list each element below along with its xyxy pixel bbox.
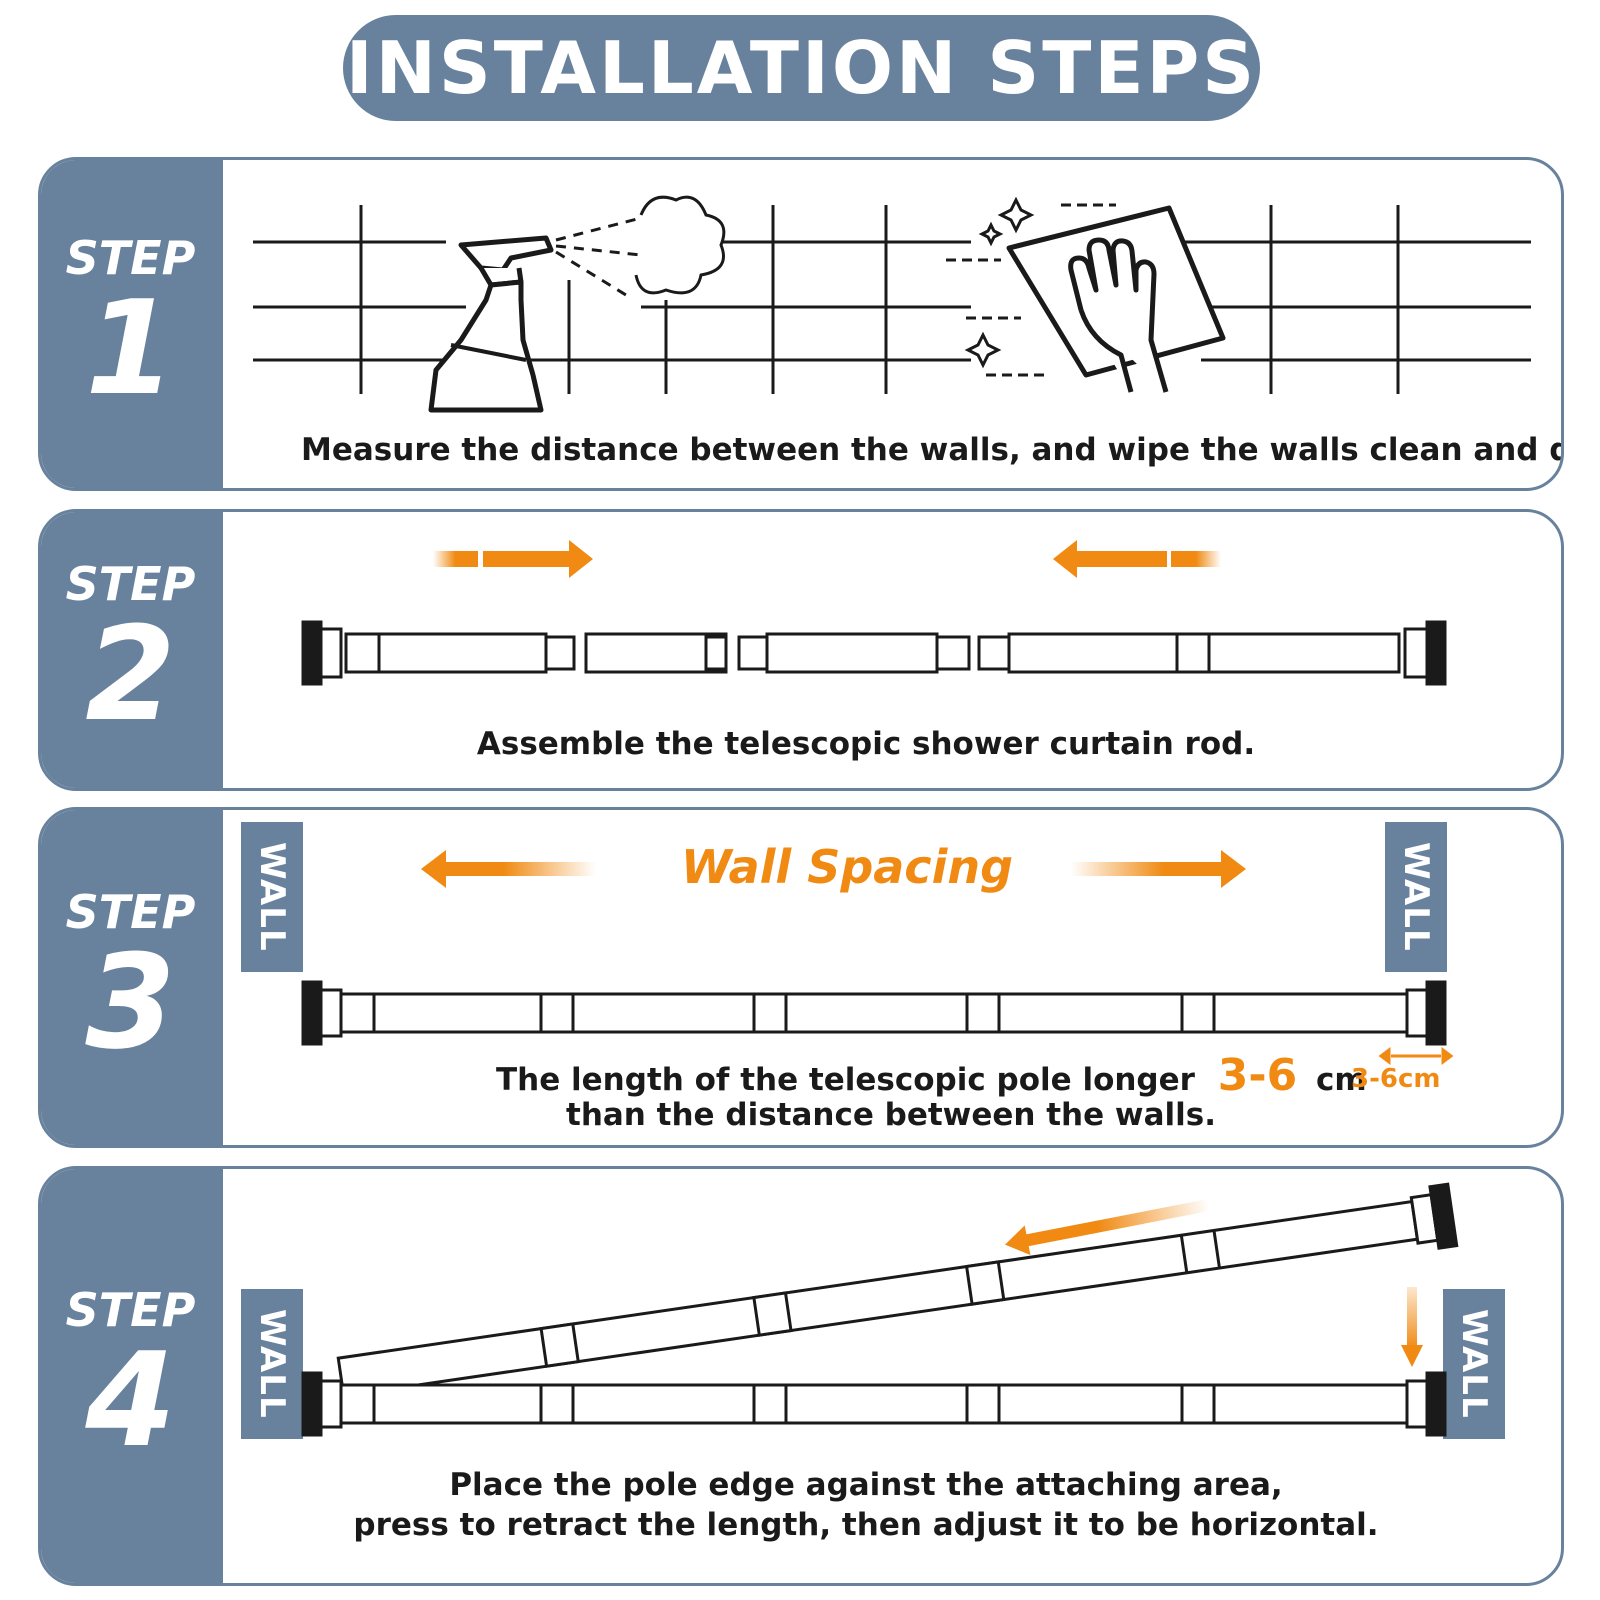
step-number: 4	[85, 1324, 176, 1476]
spray-mist	[555, 216, 642, 297]
wall-label: WALL	[252, 842, 292, 952]
title-banner: INSTALLATION STEPS	[343, 15, 1260, 121]
step-label: STEP	[65, 1283, 196, 1337]
rod-assembled	[301, 980, 1447, 1046]
step-4-caption-line2: press to retract the length, then adjust…	[353, 1507, 1379, 1543]
tile-grid	[253, 205, 1531, 394]
arrow-right-icon	[433, 540, 593, 578]
caption-highlight: 3-6	[1217, 1050, 1298, 1101]
step-4-caption-line1: Place the pole edge against the attachin…	[449, 1467, 1283, 1503]
wall-spacing-label: Wall Spacing	[681, 840, 1014, 894]
arrow-left-icon	[1053, 540, 1221, 578]
rod-tilted	[336, 1182, 1459, 1398]
step-3-illustration	[301, 850, 1454, 1065]
arrow-left-icon	[421, 850, 596, 888]
wall-label: WALL	[1396, 842, 1436, 952]
wall-label: WALL	[1454, 1309, 1494, 1419]
wall-right: WALL	[1385, 822, 1447, 972]
step-label: STEP	[65, 557, 196, 611]
arrow-down-icon	[1401, 1287, 1423, 1367]
wall-label: WALL	[252, 1309, 292, 1419]
step-3-caption-line2: than the distance between the walls.	[566, 1097, 1216, 1133]
step-3-tab: STEP 3	[41, 810, 223, 1145]
step-3-card: STEP 3 WALL WALL	[38, 807, 1564, 1148]
wall-left: WALL	[241, 1289, 303, 1439]
sparkle-marks	[946, 196, 1116, 377]
step-2-caption: Assemble the telescopic shower curtain r…	[476, 726, 1256, 762]
step-4-card: STEP 4 WALL WALL	[38, 1166, 1564, 1586]
measure-arrow-icon	[1378, 1047, 1454, 1065]
three-to-six-cm-label: 3-6cm	[1351, 1064, 1441, 1094]
step-2-illustration	[301, 540, 1447, 686]
step-number: 2	[85, 598, 176, 750]
arrow-right-icon	[1071, 850, 1246, 888]
page-title: INSTALLATION STEPS	[345, 26, 1258, 110]
step-1-illustration	[253, 195, 1531, 413]
caption-text: The length of the telescopic pole longer	[496, 1062, 1195, 1098]
wall-left: WALL	[241, 822, 303, 972]
step-label: STEP	[65, 231, 196, 285]
step-1-caption: Measure the distance between the walls, …	[301, 432, 1564, 468]
arrow-left-icon	[1004, 1199, 1211, 1255]
spray-bottle-icon	[428, 235, 554, 413]
step-label: STEP	[65, 884, 196, 939]
step-number: 3	[85, 925, 176, 1078]
wall-right: WALL	[1443, 1289, 1505, 1439]
step-1-card: STEP 1	[38, 157, 1564, 491]
spray-cloud	[634, 195, 726, 295]
step-number: 1	[85, 272, 176, 424]
step-4-tab: STEP 4	[41, 1169, 223, 1583]
step-1-tab: STEP 1	[41, 160, 223, 488]
step-4-illustration	[301, 1182, 1459, 1437]
step-2-tab: STEP 2	[41, 512, 223, 788]
cleaning-cloth-hand-icon	[1006, 205, 1226, 393]
caption-unit: cm	[1316, 1062, 1367, 1098]
step-3-caption-line1: The length of the telescopic pole longer…	[496, 1050, 1367, 1101]
step-2-card: STEP 2	[38, 509, 1564, 791]
rod-horizontal	[301, 1371, 1447, 1437]
rod-segments	[301, 620, 1447, 686]
